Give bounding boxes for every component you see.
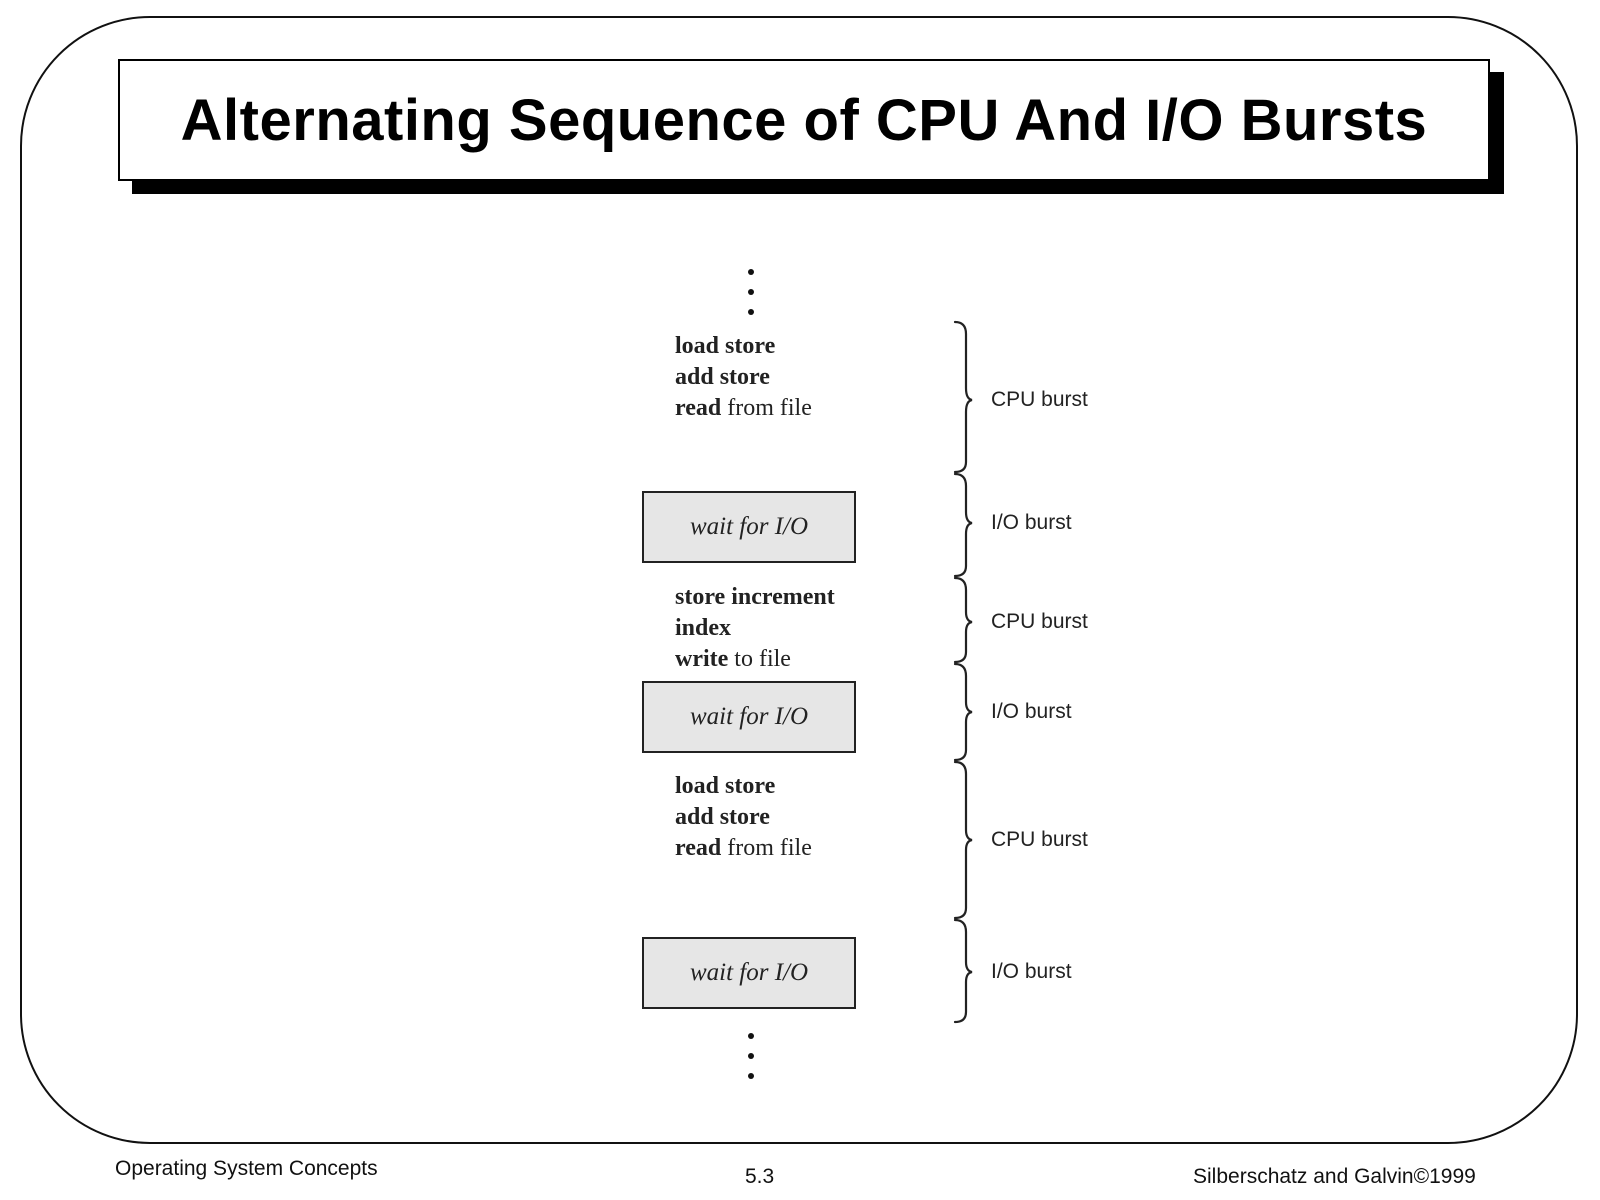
brace-io-1 [953, 472, 973, 578]
wait-box-3: wait for I/O [642, 937, 856, 1009]
code-text: from file [721, 835, 812, 861]
brace-io-3 [953, 918, 973, 1024]
code-text: from file [721, 395, 812, 421]
title-box: Alternating Sequence of CPU And I/O Burs… [118, 59, 1490, 181]
footer-course-title: Operating System Concepts [115, 1157, 378, 1180]
code-text: store increment [675, 584, 835, 610]
footer-copyright: Silberschatz and Galvin©1999 [1193, 1165, 1476, 1188]
code-text: add store [675, 804, 770, 830]
code-line: add store [675, 362, 812, 393]
code-line: store increment [675, 582, 835, 613]
brace-cpu-3 [953, 760, 973, 920]
cpu-code-block-2: store increment index write to file [675, 582, 835, 675]
code-line: read from file [675, 833, 812, 864]
wait-box-1: wait for I/O [642, 491, 856, 563]
wait-box-2: wait for I/O [642, 681, 856, 753]
code-line: read from file [675, 393, 812, 424]
code-text: add store [675, 364, 770, 390]
cpu-code-block-3: load store add store read from file [675, 771, 812, 864]
code-text: write [675, 646, 729, 672]
code-line: write to file [675, 644, 835, 675]
code-line: index [675, 613, 835, 644]
code-text: to file [728, 646, 791, 672]
cpu-code-block-1: load store add store read from file [675, 331, 812, 424]
code-line: load store [675, 771, 812, 802]
slide-title: Alternating Sequence of CPU And I/O Burs… [180, 87, 1428, 153]
burst-label-io-1: I/O burst [991, 511, 1072, 534]
brace-cpu-2 [953, 576, 973, 664]
footer-page-number: 5.3 [745, 1165, 775, 1188]
code-text: index [675, 615, 732, 641]
burst-label-cpu-3: CPU burst [991, 828, 1088, 851]
burst-label-io-2: I/O burst [991, 700, 1072, 723]
burst-label-cpu-1: CPU burst [991, 388, 1088, 411]
burst-label-cpu-2: CPU burst [991, 610, 1088, 633]
code-text: read [675, 395, 722, 421]
code-text: load store [675, 773, 776, 799]
brace-cpu-1 [953, 320, 973, 474]
code-text: load store [675, 333, 776, 359]
code-line: load store [675, 331, 812, 362]
burst-label-io-3: I/O burst [991, 960, 1072, 983]
slide-frame [20, 16, 1578, 1144]
code-line: add store [675, 802, 812, 833]
code-text: read [675, 835, 722, 861]
brace-io-2 [953, 662, 973, 762]
